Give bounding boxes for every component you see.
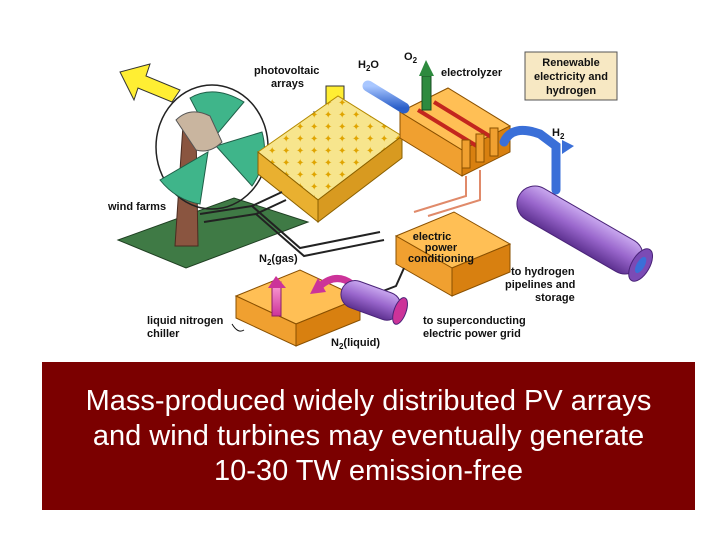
power-wire-to-electrolyzer (413, 176, 467, 213)
label-photovoltaic-arrays-line2: arrays (271, 78, 304, 90)
renewable-label-box (524, 51, 618, 101)
label-electric-power-conditioning-line2: power (425, 242, 458, 254)
caption-text: Mass-produced widely distributed PV arra… (86, 384, 652, 489)
electrolyzer-terminal (461, 139, 471, 169)
wind-turbine-blade-right (215, 131, 265, 187)
oxygen-arrow-icon (419, 60, 434, 76)
label-superconducting-grid-line1: to superconducting (423, 315, 526, 327)
hydrogen-arrow-icon (562, 140, 574, 154)
label-o2: O2 (404, 51, 418, 65)
label-electric-power-conditioning-line3: conditioning (408, 253, 474, 265)
nitrogen-gas-arrow-icon (268, 276, 286, 288)
sunlight-arrow-left (119, 63, 181, 103)
label-superconducting-grid-line2: electric power grid (423, 328, 521, 340)
label-h2: H2 (552, 127, 565, 141)
nitrogen-chiller-side (295, 297, 361, 347)
caption-line-3: 10-30 TW emission-free (214, 454, 523, 487)
wind-turbine-blade-top (189, 91, 245, 141)
power-conditioning-side (451, 243, 511, 297)
power-wire (255, 199, 287, 215)
caption-line-2: and wind turbines may eventually generat… (92, 419, 645, 452)
electrolyzer-terminal (489, 127, 499, 157)
label-photovoltaic-arrays-line1: photovoltaic (254, 65, 319, 77)
power-wire (251, 191, 283, 207)
water-inlet-pipe (362, 80, 410, 114)
label-n2-gas: N2(gas) (259, 253, 298, 267)
electrolyzer-electrode (432, 100, 498, 142)
power-wire-to-electrolyzer (427, 170, 481, 217)
label-hydrogen-pipelines-line3: storage (535, 292, 575, 304)
label-liquid-nitrogen-chiller-line1: liquid nitrogen (147, 315, 224, 327)
label-hydrogen-pipelines-line1: to hydrogen (511, 266, 575, 278)
label-renewable-line2: electricity and (534, 71, 608, 83)
hydrogen-storage-tank (516, 185, 654, 282)
label-hydrogen-pipelines-line2: pipelines and (505, 279, 575, 291)
label-liquid-nitrogen-chiller-line2: chiller (147, 328, 180, 340)
label-electric-power-conditioning-line1: electric (413, 231, 452, 243)
label-electrolyzer: electrolyzer (441, 67, 503, 79)
oxygen-outlet-pipe (421, 75, 432, 111)
caption-line-1: Mass-produced widely distributed PV arra… (85, 384, 652, 417)
label-n2-liquid: N2(liquid) (331, 337, 380, 351)
energy-system-diagram: ✦ (107, 51, 654, 351)
chiller-leader-line (231, 323, 245, 332)
label-renewable-line1: Renewable (542, 57, 599, 69)
hydrogen-pipe (499, 125, 561, 195)
nitrogen-liquid-arrow-icon (310, 278, 326, 294)
label-h2o: H2O (358, 59, 379, 73)
wind-turbine-blade-bottom (159, 151, 209, 205)
electrolyzer-terminal (475, 133, 485, 163)
label-renewable-line3: hydrogen (546, 85, 596, 97)
power-wire (203, 212, 385, 258)
superconducting-cable (340, 280, 408, 325)
wind-turbine-hub (175, 111, 223, 152)
label-wind-farms: wind farms (107, 201, 166, 213)
photovoltaic-array-side (317, 134, 403, 224)
power-wire (199, 204, 381, 250)
caption-box: Mass-produced widely distributed PV arra… (42, 362, 695, 510)
